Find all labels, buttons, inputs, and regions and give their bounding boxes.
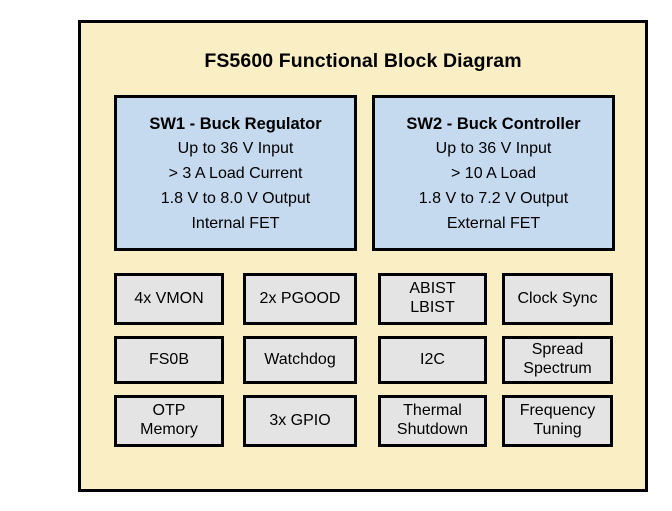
- block-sw2-buck-controller: SW2 - Buck Controller Up to 36 V Input >…: [372, 95, 615, 251]
- block-spec-line: 1.8 V to 8.0 V Output: [160, 190, 311, 208]
- feature-block-frequency-tuning: Frequency Tuning: [502, 395, 613, 447]
- feature-block-fs0b: FS0B: [114, 336, 224, 384]
- block-heading: SW1 - Buck Regulator: [149, 114, 322, 133]
- block-spec-line: 1.8 V to 7.2 V Output: [418, 190, 569, 208]
- block-heading: SW2 - Buck Controller: [406, 114, 581, 133]
- feature-label: I2C: [420, 350, 445, 368]
- block-spec-line: > 10 A Load: [451, 165, 536, 183]
- feature-label: Frequency: [519, 402, 596, 420]
- feature-label: FS0B: [148, 350, 189, 368]
- block-spec-line: Up to 36 V Input: [177, 140, 294, 158]
- functional-block-diagram-panel: FS5600 Functional Block Diagram SW1 - Bu…: [78, 20, 648, 492]
- block-spec-line: Internal FET: [191, 215, 280, 233]
- feature-label: Thermal: [403, 402, 462, 420]
- block-spec-line: External FET: [446, 215, 541, 233]
- feature-label: Watchdog: [264, 350, 336, 368]
- feature-block-pgood: 2x PGOOD: [243, 273, 357, 325]
- page-title: FS5600 Functional Block Diagram: [204, 50, 522, 72]
- feature-block-vmon: 4x VMON: [114, 273, 224, 325]
- feature-label: 4x VMON: [134, 289, 204, 307]
- feature-label: 3x GPIO: [269, 411, 331, 429]
- feature-block-watchdog: Watchdog: [243, 336, 357, 384]
- feature-block-spread-spectrum: Spread Spectrum: [502, 336, 613, 384]
- block-sw1-buck-regulator: SW1 - Buck Regulator Up to 36 V Input > …: [114, 95, 357, 251]
- feature-block-otp-memory: OTP Memory: [114, 395, 224, 447]
- feature-block-thermal-shutdown: Thermal Shutdown: [378, 395, 487, 447]
- feature-label: Spread: [531, 341, 584, 359]
- feature-label: OTP: [152, 402, 186, 420]
- feature-label: Clock Sync: [517, 289, 598, 307]
- feature-block-clock-sync: Clock Sync: [502, 273, 613, 325]
- feature-block-i2c: I2C: [378, 336, 487, 384]
- feature-label: Spectrum: [523, 360, 592, 377]
- feature-label: ABIST: [409, 280, 456, 298]
- block-spec-line: > 3 A Load Current: [168, 165, 303, 183]
- feature-block-gpio: 3x GPIO: [243, 395, 357, 447]
- feature-label: Shutdown: [396, 421, 469, 438]
- feature-label: LBIST: [410, 299, 455, 316]
- feature-block-abist-lbist: ABIST LBIST: [378, 273, 487, 325]
- feature-label: Tuning: [533, 421, 582, 438]
- feature-label: 2x PGOOD: [259, 289, 341, 307]
- block-spec-line: Up to 36 V Input: [435, 140, 552, 158]
- feature-label: Memory: [140, 421, 198, 438]
